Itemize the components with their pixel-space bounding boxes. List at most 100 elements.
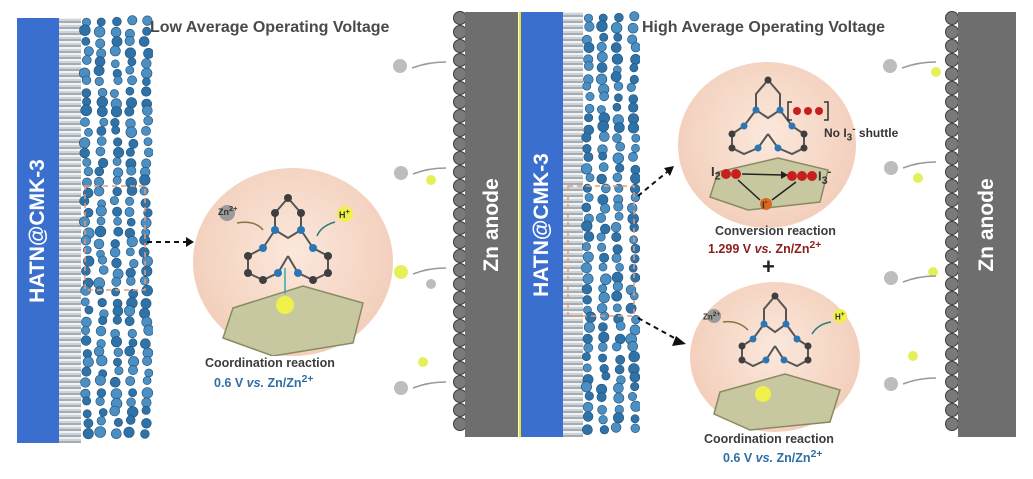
right-panel-title: High Average Operating Voltage [642,19,886,36]
cathode-particle [626,82,636,92]
cathode-particle [98,316,108,326]
cathode-particle [581,132,592,143]
cathode-particle [612,102,622,112]
zn-bead [945,151,959,165]
cathode-particle [598,353,607,363]
cathode-particle [111,257,122,269]
cathode-particle [610,42,622,53]
cathode-particle [580,163,593,175]
cathode-particle [630,400,640,412]
cathode-particle [111,276,122,287]
cathode-particle [94,426,107,438]
cathode-particle [630,382,640,392]
right-electrolyte-ions [883,59,941,391]
cathode-particle [582,251,594,263]
cathode-particle [596,173,607,185]
cathode-particle [596,20,608,32]
cathode-particle [630,42,640,53]
cathode-particle [99,117,109,127]
cathode-particle [627,391,637,401]
cathode-particle [81,177,92,188]
cathode-particle [599,32,609,42]
left-anode-beads [453,11,467,431]
cathode-particle [613,81,624,91]
cathode-particle [96,17,106,27]
cathode-particle [581,381,592,393]
zn-bead [945,319,959,333]
cathode-particle [83,166,94,177]
cathode-particle [143,137,153,146]
cathode-particle [81,75,92,85]
left-carbon-layer [59,18,81,443]
cathode-particle [112,16,122,27]
cathode-particle [95,146,106,157]
zn-bead [945,39,959,53]
left-electrolyte-ions [393,59,447,395]
left-h-ion-label: H+ [339,207,350,220]
cathode-particle [599,203,611,214]
cathode-particle [581,202,592,213]
cathode-particle [627,22,639,34]
cathode-particle [113,137,123,147]
cathode-particle [615,141,626,152]
right-coordination-voltage: 0.6 V vs. Zn/Zn2+ [723,449,823,466]
cathode-particle [144,147,153,158]
cathode-particle [112,186,122,197]
cathode-particle [139,186,149,196]
cathode-particle [141,418,152,429]
cathode-particle [81,36,91,46]
cathode-particle [615,163,625,173]
cathode-particle [582,273,594,285]
cathode-particle [126,236,138,248]
cathode-particle [126,217,136,227]
cathode-particle [114,366,124,376]
right-carbon-layer [563,12,583,437]
cathode-particle [141,284,153,297]
cathode-particle [138,36,150,47]
panel-divider [519,12,521,437]
cathode-particle [142,15,153,26]
cathode-particle [124,207,135,217]
cathode-particle [140,429,150,439]
cathode-particle [82,157,92,167]
cathode-particle [113,347,123,357]
cathode-particle [583,42,595,53]
cathode-particle [584,113,594,123]
cathode-particle [126,276,136,286]
cathode-particle [596,392,607,403]
cathode-particle [141,405,151,415]
zn-bead [945,403,959,417]
cathode-particle [142,355,153,366]
i3-label: I3- [818,166,832,187]
cathode-particle [629,74,639,85]
cathode-particle [143,48,153,59]
right-coordination-title: Coordination reaction [704,432,834,446]
cathode-particle [109,196,119,206]
zn-bead [945,235,959,249]
zn-bead [945,11,959,25]
right-cathode-electrode: HATN@CMK-3 [521,12,563,437]
cathode-particle [596,62,608,73]
cathode-particle [84,305,94,315]
zn-bead [945,25,959,39]
cathode-particle [125,147,135,157]
cathode-particle [83,255,95,267]
no-shuttle-label: No I3- shuttle [824,124,899,144]
cathode-particle [611,232,622,243]
cathode-particle [583,321,595,333]
cathode-particle [80,297,90,307]
cathode-particle [583,152,594,162]
zn-bead [945,291,959,305]
zn-bead [945,375,959,389]
cathode-particle [598,342,608,352]
cathode-particle [599,252,610,263]
cathode-particle [96,136,107,146]
cathode-particle [80,104,92,117]
cathode-particle [123,305,135,317]
cathode-particle [585,173,595,182]
cathode-particle [142,26,152,36]
cathode-particle [113,357,122,367]
cathode-particle [598,331,610,343]
cathode-particle [582,295,592,305]
cathode-particle [596,232,606,242]
